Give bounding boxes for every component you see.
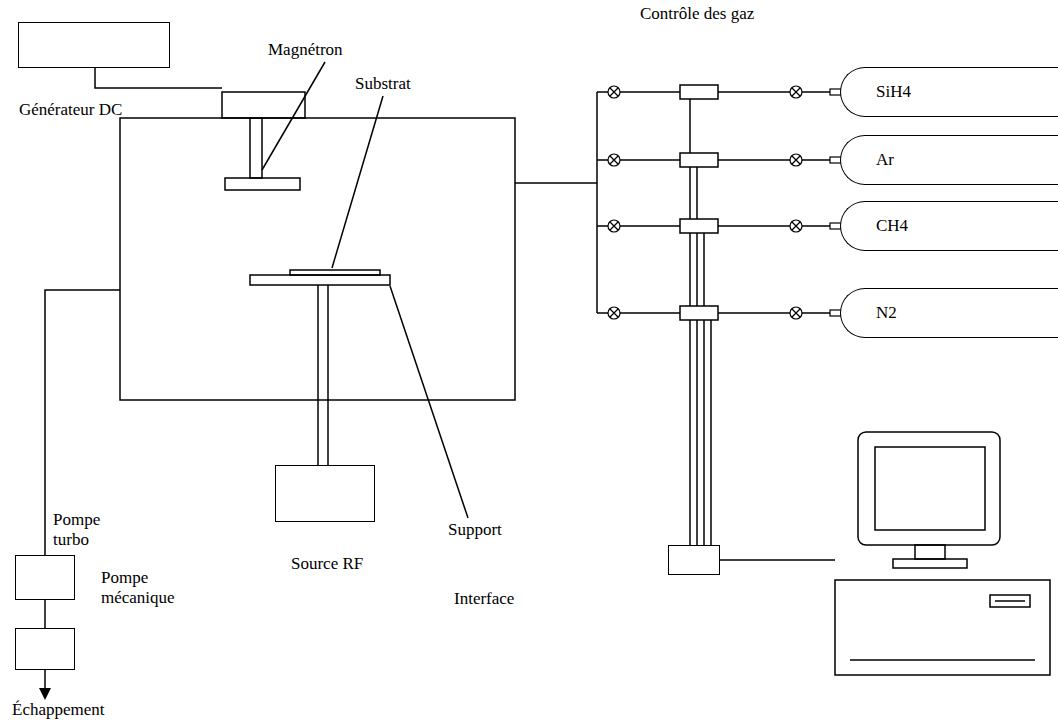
flow-controller xyxy=(680,153,718,167)
pump-connector xyxy=(45,600,46,628)
exhaust-line xyxy=(44,670,46,690)
substrate-holder xyxy=(250,275,390,285)
gas-cylinder: CH4 xyxy=(840,201,1058,251)
valve-symbol xyxy=(610,88,618,96)
valve-symbol xyxy=(792,222,800,230)
flow-controller xyxy=(680,306,718,320)
control-line xyxy=(703,232,705,545)
valve-symbol xyxy=(608,86,620,98)
gas-cylinder: SiH4 xyxy=(840,67,1058,117)
holder-stem xyxy=(317,285,319,465)
valve-symbol xyxy=(608,220,620,232)
leader-line xyxy=(262,62,325,170)
computer-case xyxy=(835,580,1050,675)
flow-controller xyxy=(680,219,718,233)
gas-cylinder: Ar xyxy=(840,135,1058,185)
dc-wire xyxy=(95,68,222,88)
monitor xyxy=(858,432,1000,545)
drive-slot xyxy=(995,600,1025,602)
gas-name: N2 xyxy=(841,303,897,323)
valve-symbol xyxy=(610,156,618,164)
part-label: Substrat xyxy=(355,74,411,94)
magnetron-target xyxy=(225,178,300,190)
gas-name: CH4 xyxy=(841,216,908,236)
gas-name: Ar xyxy=(841,150,894,170)
data-cable xyxy=(720,559,835,561)
valve-symbol xyxy=(792,156,800,164)
gas-cylinder: N2 xyxy=(840,288,1058,338)
part-label: Pompe turbo xyxy=(53,510,113,549)
part-label: Interface xyxy=(454,589,554,609)
part-label: Support xyxy=(448,520,502,540)
valve-symbol xyxy=(610,222,618,230)
part-label: Pompe mécanique xyxy=(101,568,191,607)
monitor-stand xyxy=(893,559,967,568)
control-line xyxy=(710,319,712,545)
pump-line xyxy=(45,290,120,555)
part-label: Générateur DC xyxy=(19,100,179,120)
section-heading: Contrôle des gaz xyxy=(640,4,754,24)
valve-symbol xyxy=(608,154,620,166)
drive-slot xyxy=(990,595,1030,607)
valve-symbol xyxy=(790,86,802,98)
holder-stem xyxy=(327,285,329,465)
gas-name: SiH4 xyxy=(841,82,911,102)
exhaust-arrowhead xyxy=(39,688,51,700)
valve-symbol xyxy=(790,307,802,319)
generator-box: Générateur DC xyxy=(18,22,170,68)
valve-symbol xyxy=(792,88,800,96)
monitor-screen xyxy=(875,447,985,530)
valve-symbol xyxy=(790,154,802,166)
gas-manifold xyxy=(596,92,598,313)
case-line xyxy=(850,659,1035,661)
magnetron-stem xyxy=(250,118,262,178)
pump-box: Pompe mécanique xyxy=(15,628,75,670)
part-label: Magnétron xyxy=(268,40,343,60)
rf-source-box: Source RF xyxy=(275,465,375,522)
gas-line xyxy=(515,182,597,184)
part-label: Source RF xyxy=(291,554,411,574)
pump-box: Pompe turbo xyxy=(15,555,75,600)
magnetron-housing xyxy=(222,92,305,118)
valve-symbol xyxy=(790,220,802,232)
valve-symbol xyxy=(608,307,620,319)
flow-controller xyxy=(680,85,718,99)
leader-line xyxy=(332,96,383,268)
interface-box: Interface xyxy=(668,545,720,575)
monitor-neck xyxy=(915,545,945,559)
valve-symbol xyxy=(610,309,618,317)
valve-symbol xyxy=(792,309,800,317)
part-label: Échappement xyxy=(12,700,105,720)
leader-line xyxy=(390,286,468,518)
